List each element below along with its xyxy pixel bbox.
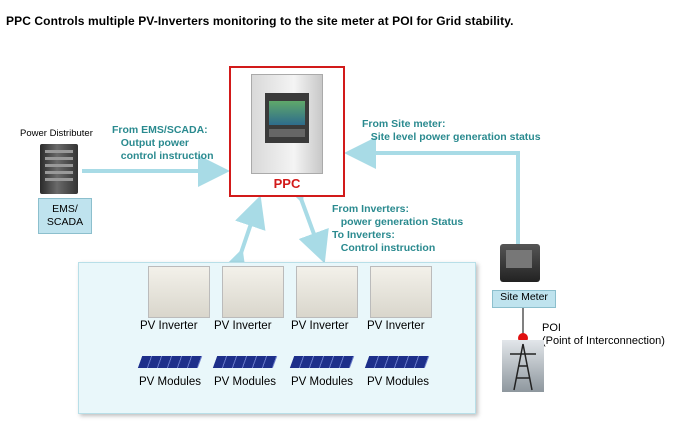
module-label: PV Modules (291, 376, 354, 388)
ppc-cabinet-icon (251, 74, 323, 174)
from-site-meter-text: From Site meter: Site level power genera… (362, 118, 541, 143)
solar-panel-icon (137, 356, 203, 368)
module-label: PV Modules (139, 376, 202, 388)
diagram-title: PPC Controls multiple PV-Inverters monit… (6, 14, 514, 28)
inverter-label: PV Inverter (367, 320, 425, 332)
poi-label: POI (Point of Interconnection) (542, 322, 665, 347)
solar-panel-icon (212, 356, 278, 368)
ems-scada-tag: EMS/ SCADA (38, 198, 92, 234)
ppc-inverter-arrow-right (276, 167, 329, 264)
solar-panel-icon (364, 356, 430, 368)
server-icon (40, 144, 78, 194)
inverter-icon (296, 266, 358, 318)
inverter-icon (148, 266, 210, 318)
inverter-label: PV Inverter (214, 320, 272, 332)
inverter-label: PV Inverter (291, 320, 349, 332)
from-ems-text: From EMS/SCADA: Output power control ins… (112, 124, 214, 162)
poi-dot (518, 333, 528, 343)
transmission-tower-icon (502, 340, 544, 392)
site-meter-to-ppc-arrow (344, 137, 520, 244)
ppc-box: PPC (229, 66, 345, 197)
from-inverters-text: From Inverters: power generation Status … (332, 203, 464, 254)
inverter-label: PV Inverter (140, 320, 198, 332)
module-label: PV Modules (214, 376, 277, 388)
inverter-icon (370, 266, 432, 318)
inverter-icon (222, 266, 284, 318)
ppc-inverter-arrow-left (217, 195, 266, 284)
site-meter-tag: Site Meter (492, 290, 556, 308)
module-label: PV Modules (367, 376, 430, 388)
solar-panel-icon (289, 356, 355, 368)
power-distributer-label: Power Distributer (20, 128, 93, 139)
ppc-label: PPC (273, 176, 301, 191)
site-meter-icon (500, 244, 540, 282)
